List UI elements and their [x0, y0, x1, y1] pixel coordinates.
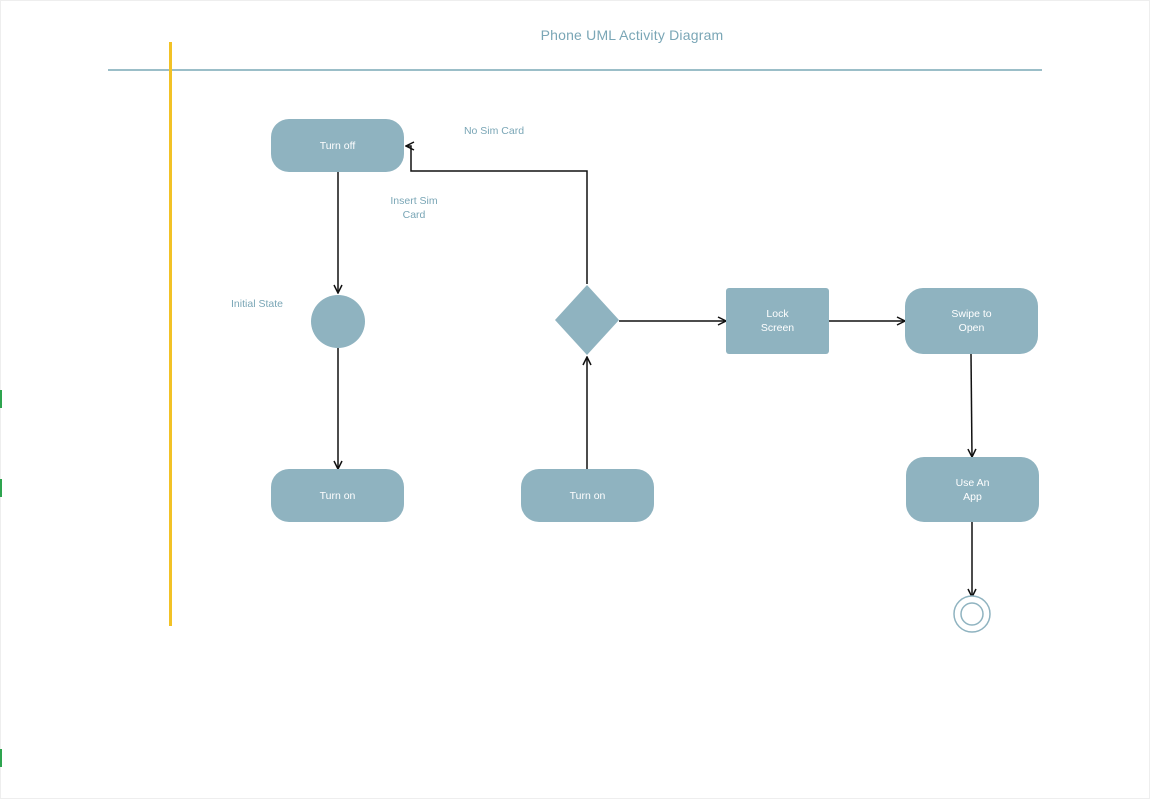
- decision-diamond: [555, 285, 619, 355]
- edge-decision-to-turnoff: [406, 146, 588, 284]
- node-turn-on-middle[interactable]: Turn on: [521, 469, 654, 522]
- node-initial-state[interactable]: [311, 295, 365, 348]
- label-no-sim-card: No Sim Card: [463, 125, 525, 137]
- edge-swipe-to-app: [971, 353, 972, 457]
- node-turn-off[interactable]: Turn off: [271, 119, 404, 172]
- edge-marker: [0, 749, 2, 767]
- swimlane-divider: [169, 42, 172, 626]
- node-turn-on-left[interactable]: Turn on: [271, 469, 404, 522]
- label-initial-state: Initial State: [231, 298, 283, 310]
- header-rule: [108, 69, 1042, 71]
- node-lock-screen[interactable]: Lock Screen: [726, 288, 829, 354]
- label-insert-sim-card: Insert Sim Card: [390, 195, 438, 221]
- diagram-title: Phone UML Activity Diagram: [540, 27, 724, 43]
- edge-marker: [0, 390, 2, 408]
- node-use-an-app[interactable]: Use An App: [906, 457, 1039, 522]
- edge-marker: [0, 479, 2, 497]
- final-state-icon: [953, 595, 991, 633]
- node-swipe-to-open[interactable]: Swipe to Open: [905, 288, 1038, 354]
